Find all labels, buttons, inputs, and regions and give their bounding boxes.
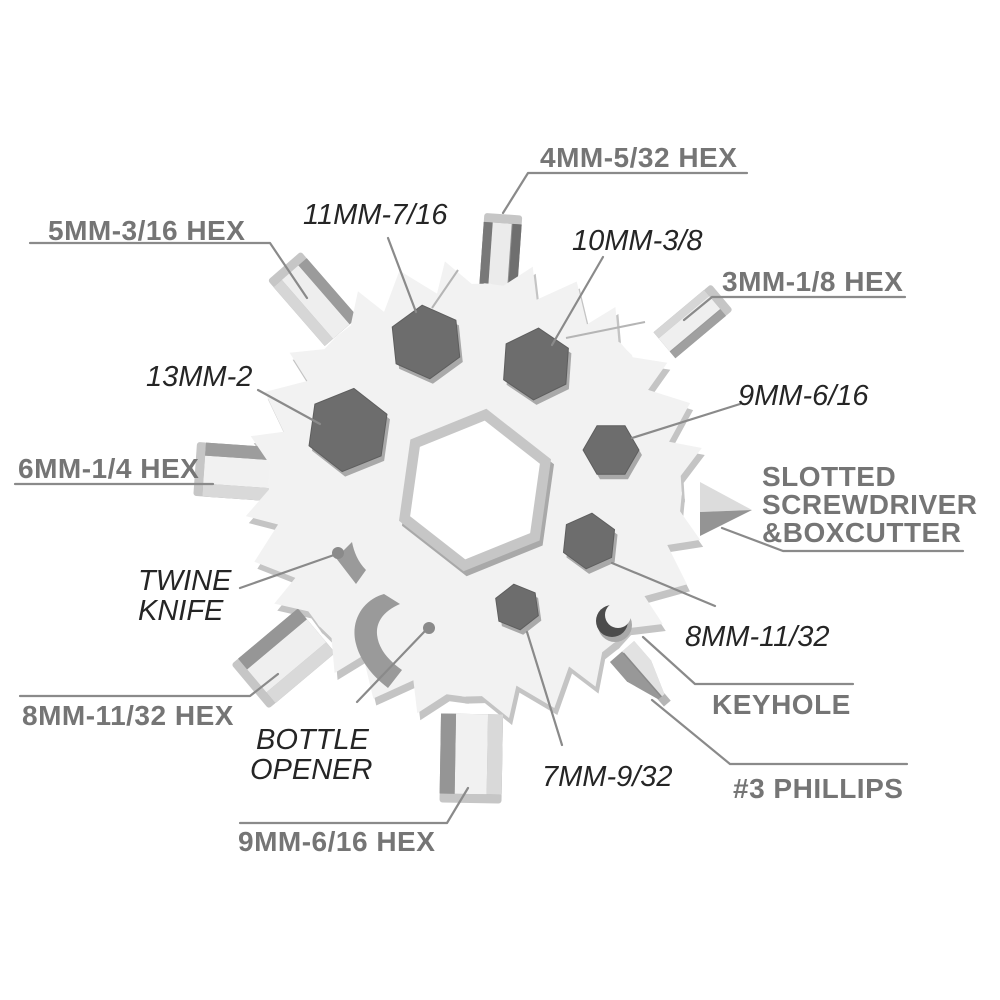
label-8mm-right: 8MM-11/32 bbox=[685, 621, 830, 653]
leader-9mm-right bbox=[630, 402, 742, 440]
hex-bit-9mm bbox=[439, 713, 504, 804]
label-bottle-opener: BOTTLE OPENER bbox=[250, 724, 373, 786]
hex-hole-13mm bbox=[308, 387, 390, 477]
stub-10mm-to-3mm bbox=[565, 321, 646, 339]
label-phillips: #3 PHILLIPS bbox=[733, 773, 903, 804]
leader-bottle-opener bbox=[355, 629, 427, 704]
leader-9mm-bottom bbox=[238, 786, 470, 825]
label-slotted-screwdriver-boxcutter: SLOTTED SCREWDRIVER &BOXCUTTER bbox=[762, 461, 978, 548]
svg-text:TWINE: TWINE bbox=[138, 565, 232, 597]
svg-text:SLOTTED: SLOTTED bbox=[762, 461, 896, 492]
center-hex-socket bbox=[398, 408, 555, 577]
label-6mm-hex: 6MM-1/4 HEX bbox=[18, 453, 199, 484]
leader-7mm bbox=[525, 630, 564, 747]
leader-twine-knife bbox=[238, 553, 336, 590]
leader-phillips bbox=[650, 698, 909, 766]
hex-hole-11mm bbox=[391, 304, 463, 384]
label-9mm-right: 9MM-6/16 bbox=[738, 380, 869, 412]
label-8mm-left-hex: 8MM-11/32 HEX bbox=[22, 700, 234, 731]
svg-text:KNIFE: KNIFE bbox=[138, 595, 224, 627]
leader-4mm bbox=[501, 171, 749, 215]
label-4mm-hex: 4MM-5/32 HEX bbox=[540, 142, 737, 173]
stub-11mm-to-4mm bbox=[431, 269, 459, 309]
label-3mm-hex: 3MM-1/8 HEX bbox=[722, 266, 903, 297]
phillips-bit bbox=[609, 640, 671, 707]
leader-11mm bbox=[386, 236, 418, 314]
twine-knife-marker-dot bbox=[332, 547, 344, 559]
label-11mm: 11MM-7/16 bbox=[303, 199, 448, 231]
label-7mm: 7MM-9/32 bbox=[542, 761, 673, 793]
label-keyhole: KEYHOLE bbox=[712, 689, 851, 720]
hex-bit-6mm bbox=[193, 442, 272, 502]
label-10mm: 10MM-3/8 bbox=[572, 225, 703, 257]
hex-bit-3mm bbox=[653, 285, 732, 359]
hex-hole-8mm bbox=[562, 512, 618, 574]
svg-text:SCREWDRIVER: SCREWDRIVER bbox=[762, 489, 978, 520]
leader-8mm-right bbox=[610, 561, 717, 608]
label-13mm: 13MM-2 bbox=[146, 361, 252, 393]
label-5mm-hex: 5MM-3/16 HEX bbox=[48, 215, 245, 246]
hex-hole-7mm bbox=[495, 583, 542, 635]
leader-keyhole bbox=[641, 635, 855, 686]
svg-text:&BOXCUTTER: &BOXCUTTER bbox=[762, 517, 961, 548]
label-9mm-bottom-hex: 9MM-6/16 HEX bbox=[238, 826, 435, 857]
leader-slotted bbox=[720, 526, 965, 553]
svg-text:OPENER: OPENER bbox=[250, 754, 373, 786]
bottle-opener-marker-dot bbox=[423, 622, 435, 634]
leader-8mm-left bbox=[18, 672, 280, 698]
keyhole bbox=[596, 602, 632, 642]
label-twine-knife: TWINE KNIFE bbox=[138, 565, 232, 627]
hex-bit-8mm bbox=[232, 608, 336, 708]
slotted-screwdriver-boxcutter-point bbox=[700, 482, 752, 536]
bottle-opener bbox=[354, 594, 402, 688]
leader-13mm bbox=[256, 388, 322, 426]
leader-10mm bbox=[550, 255, 605, 347]
svg-text:BOTTLE: BOTTLE bbox=[256, 724, 369, 756]
hex-hole-9mm bbox=[582, 425, 642, 480]
leader-5mm bbox=[28, 241, 309, 300]
leader-3mm bbox=[682, 295, 907, 322]
